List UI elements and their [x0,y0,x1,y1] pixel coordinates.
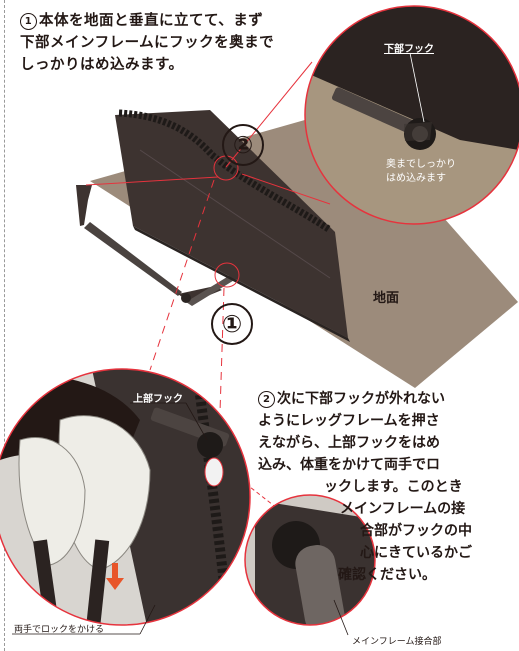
marker-two: ② [222,124,264,166]
page-edge-dashed-line [4,0,5,651]
label-lower-hook: 下部フック [384,44,434,55]
label-insert-fully-1: 奥までしっかり [386,159,456,170]
leader-upper-hook [185,402,208,441]
step1-badge: 1 [20,13,37,30]
label-upper-hook: 上部フック [133,394,183,405]
step2-line-7: 合部がフックの中 [360,523,472,539]
step2-line-2: ようにレッグフレームを押さ [258,413,440,429]
step2-line-3: えながら、上部フックをはめ [258,435,440,451]
step2-line-4: 込み、体重をかけて両手でロ [258,457,440,473]
down-arrow-icon [106,563,124,590]
detail-circle-upper-hook [0,368,251,626]
step1-text: 本体を地面と垂直に立てて、まず下部メインフレームにフックを奥までしっかりはめ込み… [20,13,275,73]
leader-main-frame-joint [333,599,349,636]
caption-main-frame-joint: メインフレーム接合部 [352,637,442,647]
step2-line-9: 確認ください。 [338,567,436,583]
caption-lock-both-hands: 両手でロックをかける [14,625,105,635]
step2-line-6: メインフレームの接 [340,501,466,517]
step2-line-8: 心にきているかご [360,545,472,561]
leader-lock-both-hands-diag [139,604,156,635]
label-ground: 地面 [373,291,400,306]
main-panel [115,109,350,342]
leg-frame [76,185,236,306]
label-insert-fully-2: はめ込みます [386,173,446,184]
detail-circle-lower-hook [304,5,519,225]
step2-line-5: ックします。このとき [324,479,463,495]
detail-circle-main-frame-joint [244,494,376,626]
step2-badge: 2 [258,391,275,408]
marker-one: ① [211,303,253,345]
